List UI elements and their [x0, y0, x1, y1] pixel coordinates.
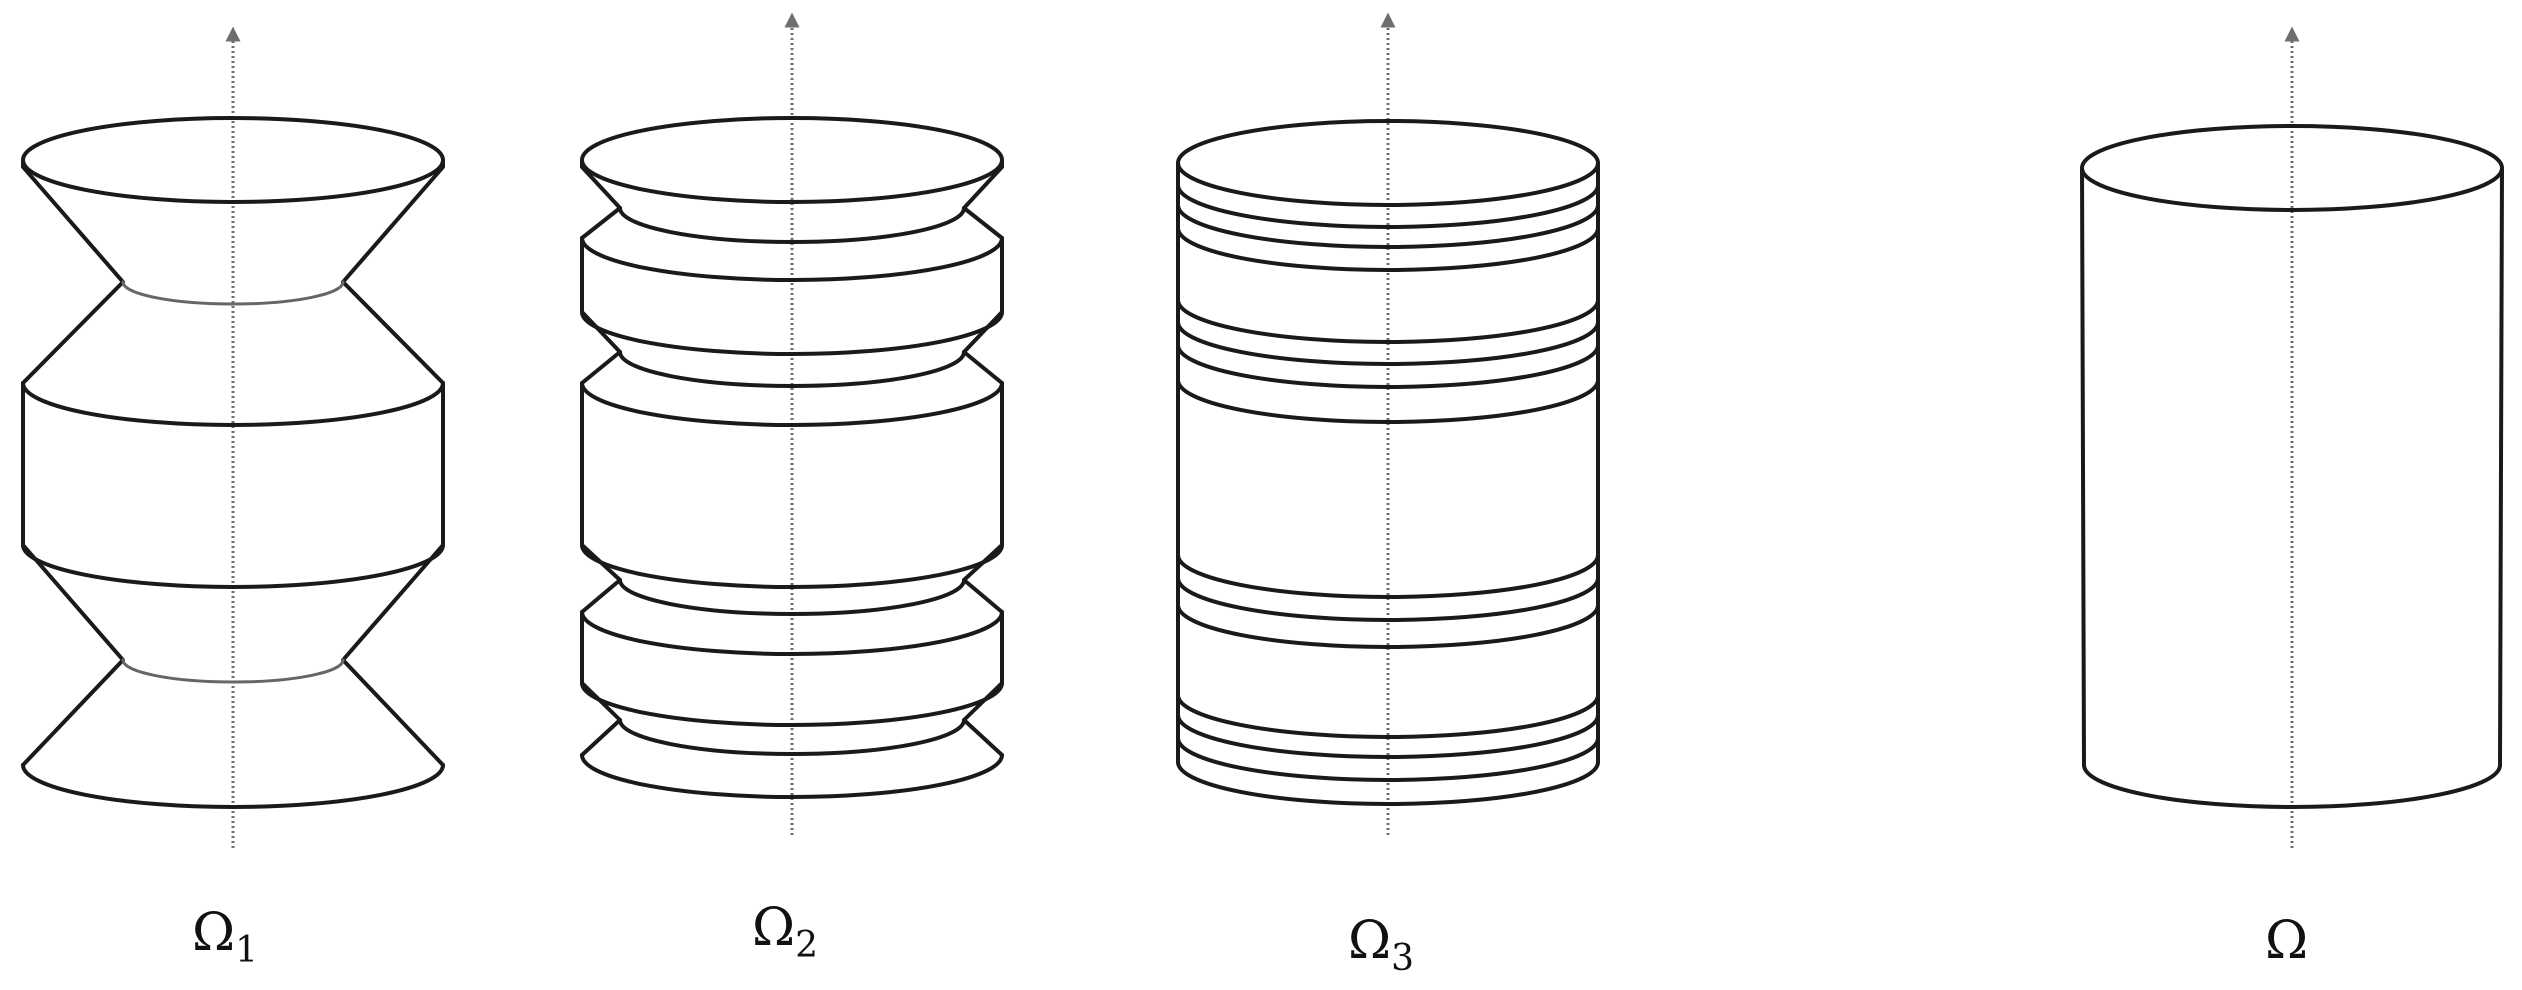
waist-ring: [121, 280, 345, 306]
bottom-rim: [580, 753, 1004, 799]
band-ring: [580, 381, 1004, 427]
waist-ring: [618, 350, 966, 388]
label-omega-3: Ω3: [1348, 911, 1414, 979]
ring: [1176, 576, 1600, 622]
ring: [1176, 603, 1600, 649]
ring: [1176, 343, 1600, 389]
label-omega-1: Ω1: [192, 903, 258, 971]
waist-ring: [121, 658, 345, 684]
solid-omega-2: [580, 12, 1004, 835]
bottom-rim: [21, 763, 445, 809]
solid-omega-3: [1176, 12, 1600, 835]
band-ring: [580, 543, 1004, 589]
waist-ring: [618, 718, 966, 756]
ring: [1176, 378, 1600, 424]
ring: [1176, 203, 1600, 249]
ring: [1176, 553, 1600, 599]
solid-omega-1: [21, 26, 445, 848]
label-omega-2: Ω2: [752, 898, 818, 966]
band-ring: [21, 381, 445, 427]
ring: [1176, 298, 1600, 344]
silhouette-right: [341, 158, 445, 767]
band-ring: [21, 543, 445, 589]
label-omega: Ω: [2265, 911, 2308, 971]
ring: [1176, 226, 1600, 272]
silhouette-left: [21, 158, 125, 767]
silhouette-left: [2080, 166, 2086, 767]
ring: [1176, 693, 1600, 739]
band-ring: [580, 310, 1004, 356]
ring: [1176, 736, 1600, 782]
top-rim: [21, 116, 445, 204]
band-ring: [580, 610, 1004, 656]
bottom-rim: [1176, 760, 1600, 806]
waist-ring: [618, 578, 966, 616]
ring: [1176, 713, 1600, 759]
band-ring: [580, 681, 1004, 727]
silhouette-right: [2498, 166, 2504, 767]
solid-omega: [2080, 26, 2504, 848]
ring: [1176, 183, 1600, 229]
ring: [1176, 320, 1600, 366]
waist-ring: [618, 206, 966, 244]
band-ring: [580, 236, 1004, 282]
bottom-rim: [2082, 763, 2502, 809]
